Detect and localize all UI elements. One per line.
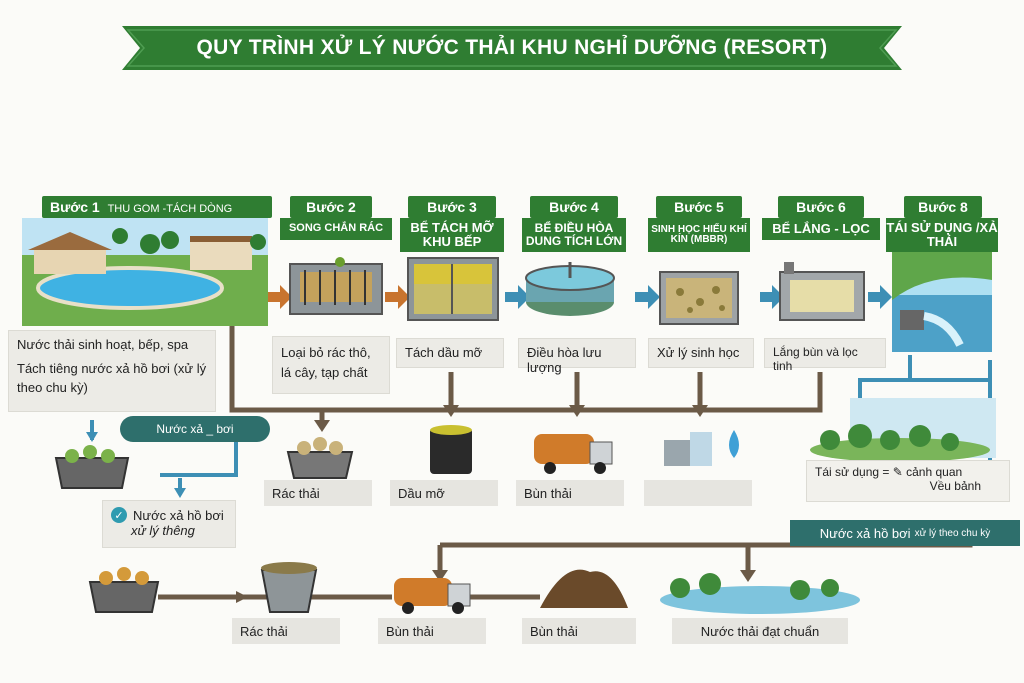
sludge-truck-icon	[534, 434, 613, 474]
output-grease: Dầu mỡ	[390, 480, 498, 506]
step-2-label: Bước 2	[290, 196, 372, 218]
settling-filter-tank	[779, 262, 865, 321]
pool-cycle-banner: Nước xả hồ bơi xử lý theo chu kỳ	[790, 520, 1020, 546]
step-2-name: SONG CHẮN RÁC	[280, 218, 392, 240]
title-ribbon	[122, 26, 902, 70]
step-1-name: THU GOM -TÁCH DÒNG	[107, 203, 233, 215]
pool-treated-line-2: xử lý thêng	[131, 523, 195, 538]
trash-basket-1	[54, 445, 130, 489]
resort-scene	[22, 218, 268, 326]
landscape-garden	[810, 398, 996, 462]
output-blank	[644, 480, 752, 506]
step-6-name: BỂ LẮNG - LỌC	[762, 218, 880, 240]
step-8-label: Bước 8	[904, 196, 982, 218]
step-4-desc: Điều hòa lưu lượng	[518, 338, 636, 375]
output-sludge-1: Bùn thải	[516, 480, 624, 506]
mbbr-tank	[659, 271, 739, 325]
check-icon: ✓	[111, 507, 127, 523]
step-5-label: Bước 5	[656, 196, 742, 218]
step-1-desc: Nước thải sinh hoạt, bếp, spa Tách tiêng…	[8, 330, 216, 412]
screen-tank	[289, 257, 383, 315]
oil-barrel-icon	[430, 425, 472, 474]
pool-treated-line-1: Nước xả hồ bơi	[133, 507, 224, 523]
pool-discharge-pill: Nước xả _ bơi	[120, 416, 270, 442]
step-2-desc: Loại bỏ rác thô, lá cây, tạp chất	[272, 336, 390, 394]
output-sludge-2: Bùn thải	[378, 618, 486, 644]
step-4-label: Bước 4	[530, 196, 618, 218]
step-6-label: Bước 6	[778, 196, 864, 218]
step-1-desc-line-1: Nước thải sinh hoạt, bếp, spa	[17, 337, 189, 352]
pool-treated-box: ✓ Nước xả hồ bơi xử lý thêng	[102, 500, 236, 548]
grease-trap-tank	[407, 257, 499, 321]
step-5-name: SINH HỌC HIẾU KHÍ KÍN (MBBR)	[648, 218, 750, 252]
equalization-tank	[525, 262, 615, 316]
pool-cycle-sub: xử lý theo chu kỳ	[914, 527, 991, 539]
step-8-name: TÁI SỬ DỤNG /XẢ THẢI	[886, 218, 998, 252]
sludge-truck-2-icon	[394, 578, 471, 614]
reuse-text: Tái sử dụng = ✎ cảnh quan	[815, 465, 963, 479]
step-1-label: Bước 1	[50, 199, 100, 215]
pool-cycle-main: Nước xả hồ bơi	[819, 525, 911, 541]
step-1-desc-line-2: Tách tiêng nước xả hồ bơi (xử lý theo ch…	[17, 361, 207, 395]
step-3-label: Bước 3	[408, 196, 496, 218]
chemical-bottles-icon	[664, 430, 739, 466]
step-6-desc: Lắng bùn và lọc tinh	[764, 338, 886, 373]
step-5-desc: Xử lý sinh học	[648, 338, 754, 368]
wetland-icon	[660, 573, 860, 614]
reuse-sub: Vều bảnh	[929, 479, 981, 493]
output-sludge-3: Bùn thải	[522, 618, 636, 644]
step-3-name: BỂ TÁCH MỠ KHU BẾP	[400, 218, 504, 252]
output-screenings-2: Rác thải	[232, 618, 340, 644]
page-title: QUY TRÌNH XỬ LÝ NƯỚC THẢI KHU NGHỈ DƯỠNG…	[196, 36, 828, 59]
trash-basket-3	[88, 567, 160, 613]
output-screenings: Rác thải	[264, 480, 372, 506]
output-standard-effluent: Nước thải đạt chuẩn	[672, 618, 848, 644]
trash-bin-icon	[260, 562, 318, 613]
sludge-pile-icon	[540, 569, 628, 608]
reuse-scene	[892, 252, 992, 352]
step-3-desc: Tách dầu mỡ	[396, 338, 504, 368]
reuse-note: Tái sử dụng = ✎ cảnh quan Vều bảnh	[806, 460, 1010, 502]
trash-basket-2	[286, 437, 354, 479]
step-1-header: Bước 1 THU GOM -TÁCH DÒNG	[42, 196, 272, 218]
step-4-name: BỂ ĐIỀU HÒA DUNG TÍCH LỚN	[522, 218, 626, 252]
